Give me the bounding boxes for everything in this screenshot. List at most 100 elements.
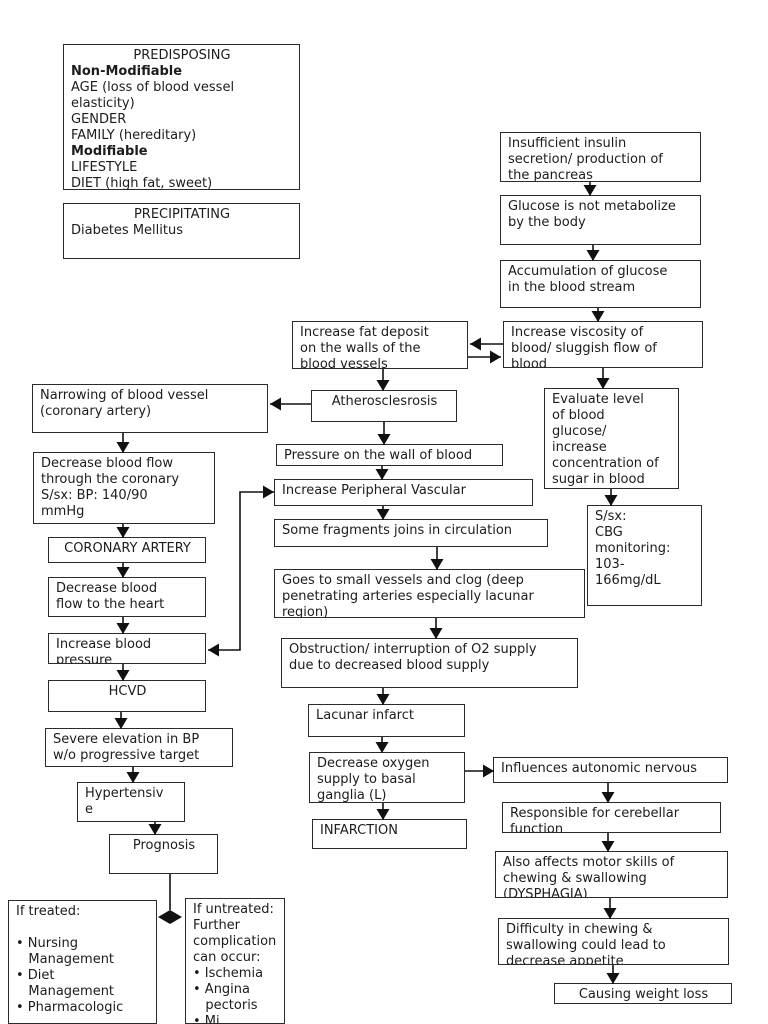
causing-weight-loss-line: Causing weight loss — [578, 987, 709, 1002]
precipitating-box-line: PRECIPITATING — [133, 207, 231, 222]
if-untreated-line: • Ischemia — [193, 966, 264, 981]
prognosis-line: Prognosis — [132, 838, 196, 853]
accumulation-glucose-line: in the blood stream — [508, 280, 636, 295]
hcvd: HCVD — [48, 680, 206, 712]
evaluate-glucose-level-line: of blood — [552, 408, 605, 423]
evaluate-glucose-level-line: sugar in blood — [552, 472, 645, 487]
if-untreated-line: complication — [193, 934, 277, 949]
difficulty-chewing-swallowing: Difficulty in chewing &swallowing could … — [498, 918, 729, 965]
sx-cbg-monitoring-line: monitoring: — [595, 541, 671, 556]
connector-severe-elevation-bp-to-hypertensive — [126, 767, 140, 783]
coronary-artery-line: CORONARY ARTERY — [64, 541, 191, 556]
predisposing-box-line: AGE (loss of blood vessel — [71, 80, 235, 95]
narrowing-blood-vessel: Narrowing of blood vessel(coronary arter… — [32, 384, 268, 433]
hcvd-line: HCVD — [108, 684, 147, 699]
connector-influences-autonomic-to-responsible-cerebellar — [601, 783, 615, 803]
connector-accumulation-glucose-to-increase-viscosity — [591, 308, 605, 322]
predisposing-box-line: DIET (high fat, sweet) — [71, 176, 213, 190]
if-treated-line — [16, 920, 150, 936]
difficulty-chewing-swallowing-line: Difficulty in chewing & — [506, 922, 653, 937]
increase-fat-deposit-line: blood vessels — [300, 357, 388, 369]
decrease-flow-heart-line: Decrease blood — [56, 581, 158, 596]
if-untreated-line: • Mi — [193, 1014, 220, 1024]
if-treated-line: • Pharmacologic — [16, 1000, 124, 1015]
causing-weight-loss: Causing weight loss — [554, 983, 732, 1004]
predisposing-box-line: Modifiable — [71, 144, 148, 159]
connector-increase-fat-deposit-to-increase-viscosity — [468, 350, 501, 364]
connector-evaluate-glucose-level-to-sx-cbg-monitoring — [604, 489, 618, 506]
connector-increase-blood-pressure-to-hcvd — [116, 664, 130, 681]
sx-cbg-monitoring-line: S/sx: — [595, 509, 627, 524]
connector-decrease-flow-coronary-to-coronary-artery — [116, 524, 130, 538]
connector-atherosclesrosis-to-narrowing-blood-vessel — [270, 397, 311, 411]
severe-elevation-bp-line: Severe elevation in BP — [53, 732, 200, 747]
if-treated-line: Management — [16, 984, 115, 999]
connector-hcvd-to-severe-elevation-bp — [114, 712, 128, 729]
goes-to-small-vessels-line: Goes to small vessels and clog (deep — [282, 573, 524, 588]
connector-difficulty-chewing-swallowing-to-causing-weight-loss — [606, 965, 620, 984]
atherosclesrosis-line: Atherosclesrosis — [331, 394, 438, 409]
decrease-flow-heart-line: flow to the heart — [56, 597, 165, 612]
glucose-not-metabolized-line: by the body — [508, 215, 586, 230]
precipitating-box-line: Diabetes Mellitus — [71, 223, 183, 238]
connector-pressure-on-wall-to-increase-peripheral-vascular — [375, 466, 389, 480]
increase-blood-pressure-line: Increase blood — [56, 637, 152, 652]
decrease-flow-coronary-line: S/sx: BP: 140/90 — [41, 488, 148, 503]
increase-peripheral-vascular: Increase Peripheral Vascular — [274, 479, 533, 506]
evaluate-glucose-level-line: concentration of — [552, 456, 659, 471]
connector-increase-viscosity-to-evaluate-glucose-level — [596, 368, 610, 389]
connector-atherosclesrosis-to-pressure-on-wall — [377, 422, 391, 445]
also-affects-motor-skills-line: (DYSPHAGIA) — [503, 887, 588, 898]
connector-decrease-oxygen-basal-ganglia-to-influences-autonomic — [465, 764, 494, 778]
evaluate-glucose-level-line: Evaluate level — [552, 392, 644, 407]
connector-increase-peripheral-vascular-to-some-fragments — [376, 506, 390, 520]
hypertensive-line: Hypertensiv — [85, 786, 164, 801]
insufficient-insulin-line: Insufficient insulin — [508, 136, 627, 151]
if-untreated-line: pectoris — [193, 998, 258, 1013]
responsible-cerebellar-line: Responsible for cerebellar — [510, 806, 680, 821]
decrease-flow-coronary-line: through the coronary — [41, 472, 180, 487]
decrease-oxygen-basal-ganglia-line: Decrease oxygen — [317, 756, 430, 771]
obstruction-o2-supply-line: due to decreased blood supply — [289, 658, 490, 673]
sx-cbg-monitoring-line: 166mg/dL — [595, 573, 661, 588]
narrowing-blood-vessel-line: Narrowing of blood vessel — [40, 388, 209, 403]
pressure-on-wall-line: Pressure on the wall of blood — [284, 448, 473, 463]
sx-cbg-monitoring-line: 103- — [595, 557, 625, 572]
goes-to-small-vessels-line: penetrating arteries especially lacunar — [282, 589, 534, 604]
connector-increase-fat-deposit-to-atherosclesrosis — [376, 369, 390, 391]
connector-obstruction-o2-supply-to-lacunar-infarct — [376, 688, 390, 705]
difficulty-chewing-swallowing-line: decrease appetite — [506, 954, 624, 965]
responsible-cerebellar-line: function — [510, 822, 564, 833]
lacunar-infarct: Lacunar infarct — [308, 704, 465, 737]
connector-coronary-artery-to-decrease-flow-heart — [116, 563, 130, 578]
predisposing-box-line: PREDISPOSING — [133, 48, 231, 63]
some-fragments: Some fragments joins in circulation — [274, 519, 548, 547]
narrowing-blood-vessel-line: (coronary artery) — [40, 404, 152, 419]
predisposing-box-line: Non-Modifiable — [71, 64, 183, 79]
infarction-line: INFARCTION — [320, 823, 398, 838]
decision-diamond — [158, 910, 182, 924]
if-treated: If treated: • Nursing Management• Diet M… — [8, 900, 157, 1024]
sx-cbg-monitoring-line: CBG — [595, 525, 623, 540]
connector-decrease-flow-heart-to-increase-blood-pressure — [116, 617, 130, 634]
decrease-oxygen-basal-ganglia-line: ganglia (L) — [317, 788, 387, 803]
increase-fat-deposit-line: Increase fat deposit — [300, 325, 429, 340]
decrease-flow-coronary-line: mmHg — [41, 504, 85, 519]
influences-autonomic-line: Influences autonomic nervous — [501, 761, 698, 776]
connector-responsible-cerebellar-to-also-affects-motor-skills — [601, 833, 615, 852]
increase-fat-deposit-line: on the walls of the — [300, 341, 421, 356]
goes-to-small-vessels-line: region) — [282, 605, 329, 618]
predisposing-box-line: GENDER — [71, 112, 127, 127]
